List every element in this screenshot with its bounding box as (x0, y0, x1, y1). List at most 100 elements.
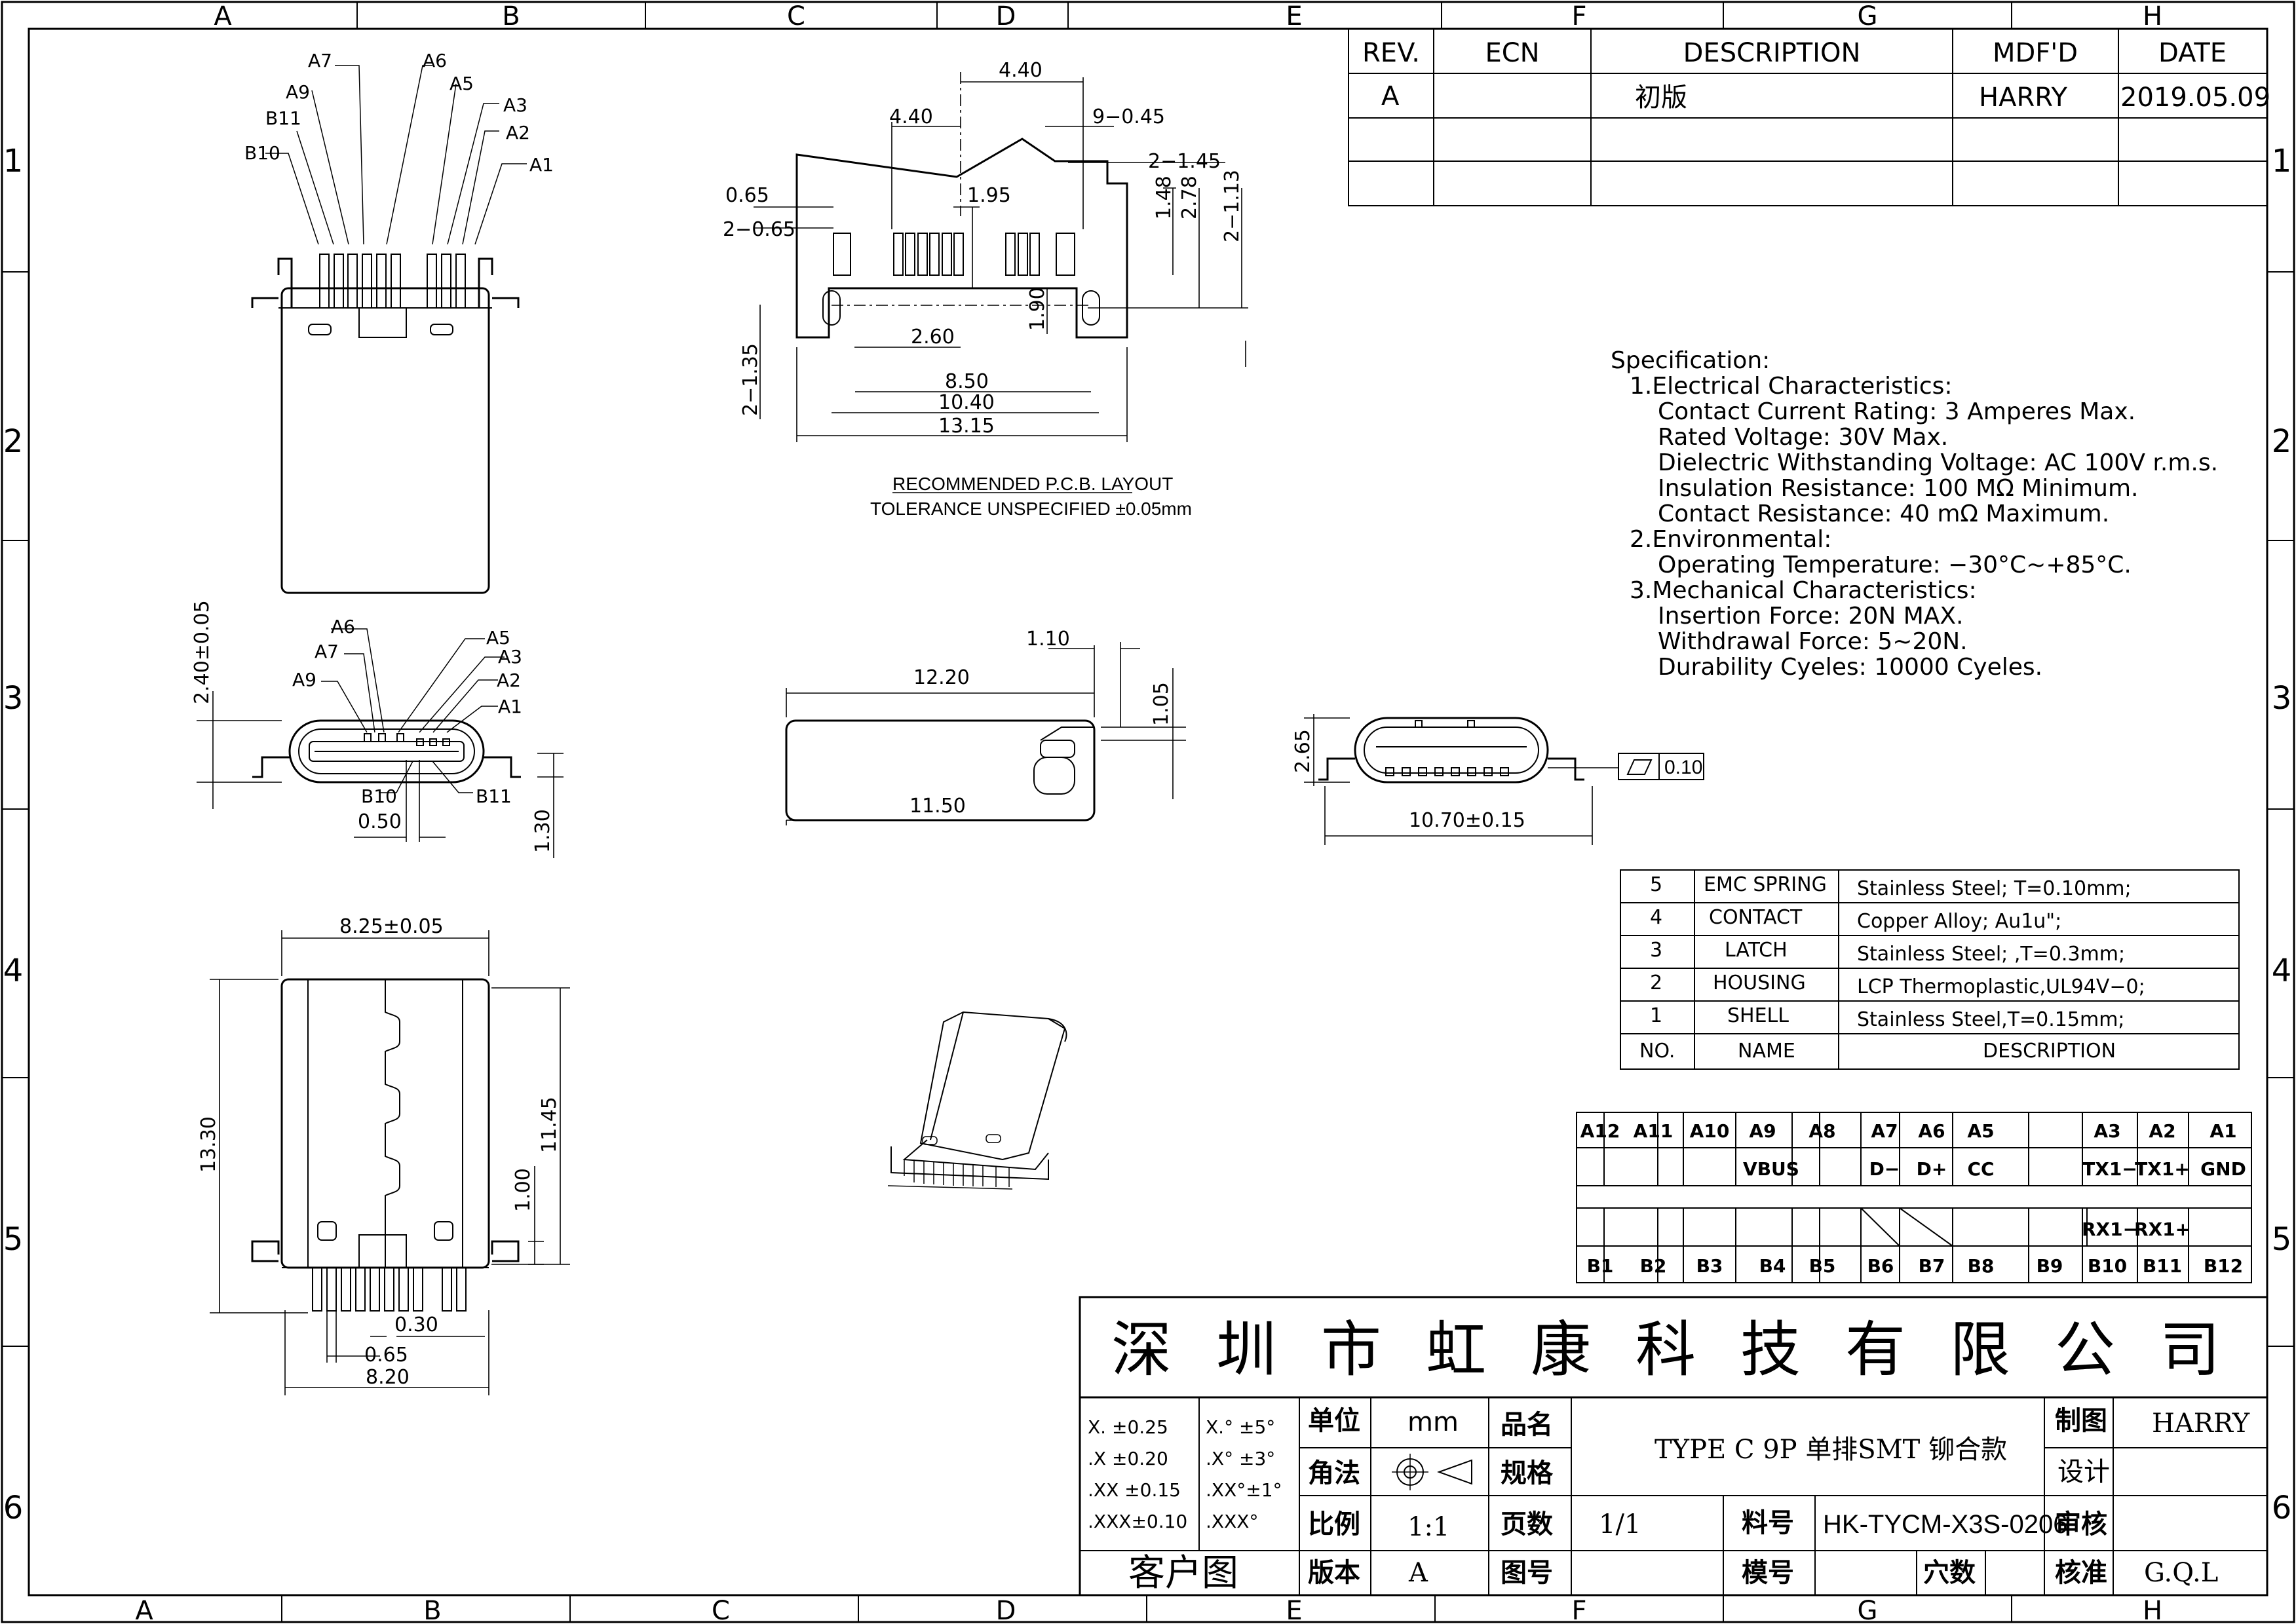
signal-cell: D+ (1917, 1158, 1947, 1180)
col-label: C (787, 1, 805, 31)
bom-desc: Stainless Steel; T=0.10mm; (1857, 877, 2132, 900)
signal-cell: D− (1869, 1158, 1900, 1180)
signal-cell: RX1− (2082, 1218, 2138, 1240)
pin-cell: B2 (1640, 1255, 1667, 1277)
approve-value: G.Q.L (2144, 1558, 2218, 1588)
dim-12-20: 12.20 (913, 666, 970, 689)
pin-cell: A9 (1749, 1120, 1776, 1142)
spec-line: Dielectric Withstanding Voltage: AC 100V… (1658, 449, 2218, 476)
pin-cell: A6 (1918, 1120, 1945, 1142)
row-label: 4 (3, 953, 24, 989)
col-label: B (423, 1596, 441, 1624)
bom-no: 2 (1650, 972, 1662, 994)
signal-cell: GND (2200, 1158, 2246, 1180)
pin-label-a2: A2 (506, 122, 530, 143)
signal-cell: RX1+ (2134, 1218, 2191, 1240)
dim-4-40: 4.40 (889, 105, 933, 128)
row-label: 6 (3, 1490, 24, 1526)
pin-cell: B4 (1759, 1255, 1786, 1277)
tolerance-angle: .X° ±3° (1206, 1448, 1275, 1469)
pin-label-a9: A9 (286, 81, 310, 103)
col-label: E (1286, 1596, 1302, 1624)
bom-header-description: DESCRIPTION (1983, 1040, 2116, 1063)
mold-number-label: 模号 (1742, 1558, 1794, 1588)
row-label: 2 (3, 423, 24, 460)
bom-name: HOUSING (1713, 972, 1806, 994)
bom-name: LATCH (1725, 939, 1788, 962)
dim-2-135: 2−1.35 (739, 343, 762, 416)
tolerance-angle: .XX°±1° (1206, 1479, 1282, 1501)
revision-table: REV. ECN DESCRIPTION MDF'D DATE A 初版 HAR… (1348, 28, 2270, 206)
dim-0-50: 0.50 (358, 810, 402, 833)
col-label: G (1858, 1, 1878, 31)
product-name: TYPE C 9P 单排SMT 铆合款 (1655, 1435, 2007, 1465)
isometric-view (887, 1011, 1067, 1190)
angle-label: 角法 (1308, 1458, 1360, 1488)
bom-header-no: NO. (1639, 1040, 1675, 1063)
col-label: B (502, 1, 520, 31)
dim-2-65: 2.65 (1292, 729, 1314, 773)
version-value: A (1408, 1558, 1428, 1588)
company-char: 科 (1636, 1315, 1696, 1385)
row-label: 5 (3, 1221, 24, 1258)
flatness-value: 0.10 (1664, 757, 1702, 778)
pin-label-a6: A6 (423, 50, 447, 71)
scale-label: 比例 (1308, 1509, 1360, 1539)
bom-name: SHELL (1727, 1004, 1789, 1027)
pin-label-a2: A2 (497, 670, 521, 691)
rev-value: A (1381, 81, 1400, 111)
tolerance-linear: .X ±0.20 (1088, 1448, 1168, 1469)
pin-cell: B5 (1809, 1255, 1836, 1277)
front-view: A6 A7 A9 A5 A3 A2 A1 B10 B11 2.40±0.05 0… (191, 600, 564, 858)
specification-block: Specification: 1.Electrical Characterist… (1611, 347, 2218, 681)
dim-11-50: 11.50 (909, 795, 966, 818)
company-char: 限 (1950, 1315, 2010, 1385)
pcb-layout-title: RECOMMENDED P.C.B. LAYOUT (892, 474, 1173, 494)
dim-1-00: 1.00 (512, 1168, 535, 1212)
projection-symbol-icon (1392, 1454, 1472, 1490)
signal-cell: CC (1967, 1158, 1994, 1180)
col-label: F (1571, 1596, 1586, 1624)
company-char: 深 (1111, 1315, 1172, 1385)
unit-label: 单位 (1308, 1406, 1360, 1436)
name-label: 品名 (1501, 1410, 1553, 1440)
pages-label: 页数 (1501, 1509, 1553, 1539)
row-label: 1 (2272, 143, 2292, 179)
pin-label-a1: A1 (529, 154, 554, 176)
row-label: 1 (3, 143, 24, 179)
dim-2-60: 2.60 (911, 326, 955, 349)
mdfd-header: MDF'D (1993, 38, 2078, 68)
dim-1-48: 1.48 (1153, 176, 1176, 219)
tolerance-linear: .XXX±0.10 (1088, 1511, 1187, 1532)
design-label: 设计 (2057, 1457, 2110, 1487)
company-char: 技 (1740, 1315, 1801, 1385)
pin-label-b11: B11 (476, 785, 512, 807)
col-label: H (2143, 1, 2162, 31)
pin-cell: B7 (1919, 1255, 1945, 1277)
pin-cell: A10 (1690, 1120, 1730, 1142)
dim-2-065: 2−0.65 (723, 218, 795, 241)
description-header: DESCRIPTION (1683, 38, 1861, 68)
pages-value: 1/1 (1599, 1509, 1641, 1539)
rev-header: REV. (1362, 38, 1420, 68)
dim-1-90: 1.90 (1026, 287, 1049, 331)
pin-cell: A2 (2149, 1120, 2175, 1142)
tolerance-linear: X. ±0.25 (1088, 1416, 1168, 1438)
dim-1-10: 1.10 (1026, 628, 1070, 651)
dim-2-40: 2.40±0.05 (191, 600, 214, 704)
scale-value: 1:1 (1407, 1512, 1449, 1542)
date-value: 2019.05.09 (2120, 83, 2270, 113)
pin-label-a6: A6 (331, 616, 355, 637)
spec-line: Insulation Resistance: 100 MΩ Minimum. (1658, 475, 2138, 502)
pin-cell: B11 (2143, 1255, 2182, 1277)
title-block: 深 圳 市 虹 康 科 技 有 限 公 司 X. ±0.25 .X ±0.20 … (1079, 1296, 2268, 1596)
version-label: 版本 (1308, 1558, 1360, 1588)
flatness-callout: 0.10 (1618, 753, 1704, 780)
side-view: 1.10 12.20 1.05 11.50 (785, 628, 1186, 825)
tolerance-linear: .XX ±0.15 (1088, 1479, 1181, 1501)
dim-8-25: 8.25±0.05 (339, 915, 444, 938)
part-number-label: 料号 (1742, 1508, 1794, 1538)
dim-4-40: 4.40 (999, 59, 1043, 82)
